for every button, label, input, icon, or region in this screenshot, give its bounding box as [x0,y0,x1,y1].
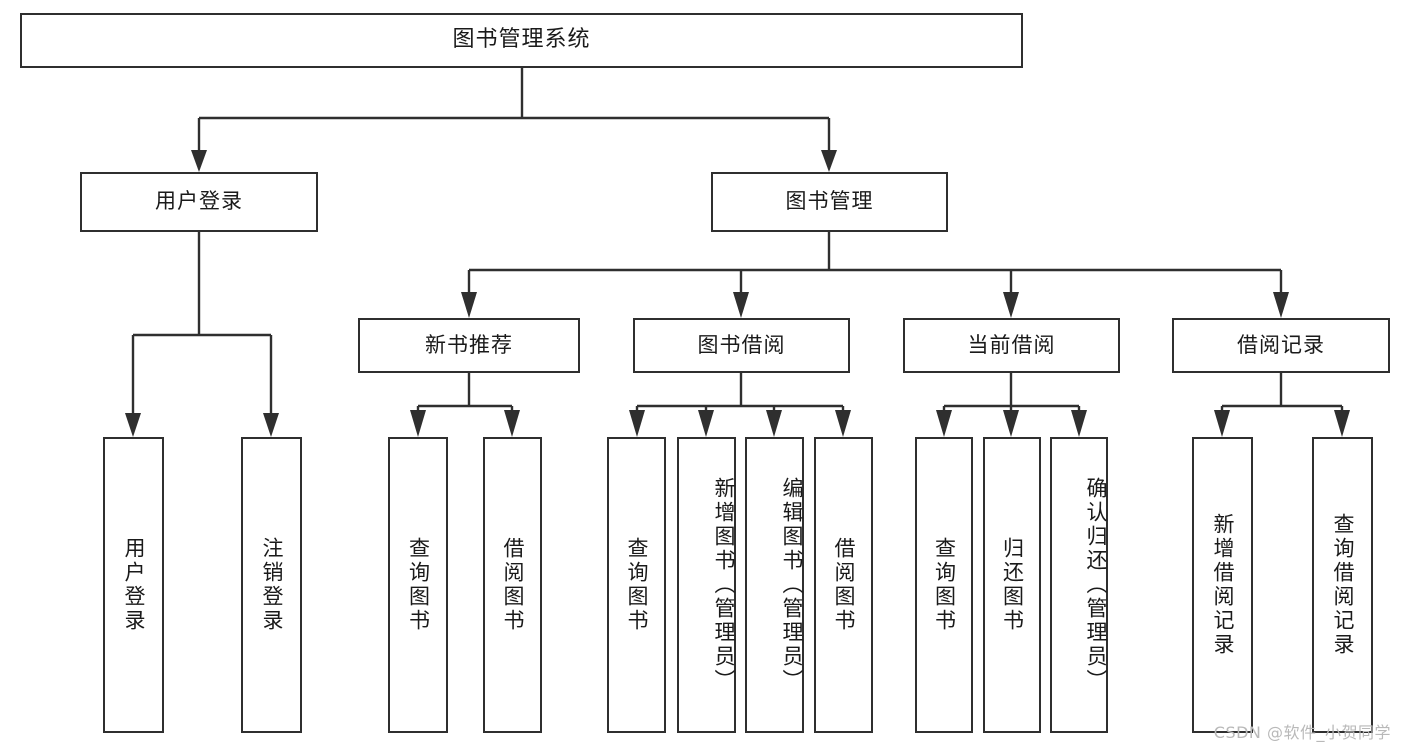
leaf-borrow-book-borrow[interactable]: 借阅图书 [814,437,873,733]
node-current-borrow[interactable]: 当前借阅 [903,318,1120,373]
leaf-confirm-return-admin[interactable]: 确认归还（管理员） [1050,437,1108,733]
leaf-user-login[interactable]: 用户登录 [103,437,164,733]
leaf-borrow-book-recommend[interactable]: 借阅图书 [483,437,542,733]
leaf-query-borrow-record[interactable]: 查询借阅记录 [1312,437,1373,733]
node-new-book-recommend[interactable]: 新书推荐 [358,318,580,373]
leaf-return-book[interactable]: 归还图书 [983,437,1041,733]
node-root-system[interactable]: 图书管理系统 [20,13,1023,68]
leaf-query-book-current[interactable]: 查询图书 [915,437,973,733]
leaf-edit-book-admin[interactable]: 编辑图书（管理员） [745,437,804,733]
node-borrow-record[interactable]: 借阅记录 [1172,318,1390,373]
node-book-borrow[interactable]: 图书借阅 [633,318,850,373]
leaf-query-book-borrow[interactable]: 查询图书 [607,437,666,733]
leaf-query-book-recommend[interactable]: 查询图书 [388,437,448,733]
node-book-manage[interactable]: 图书管理 [711,172,948,232]
node-user-login[interactable]: 用户登录 [80,172,318,232]
leaf-user-logout[interactable]: 注销登录 [241,437,302,733]
leaf-add-book-admin[interactable]: 新增图书（管理员） [677,437,736,733]
leaf-add-borrow-record[interactable]: 新增借阅记录 [1192,437,1253,733]
watermark: CSDN @软件_小贺同学 [1213,723,1391,742]
